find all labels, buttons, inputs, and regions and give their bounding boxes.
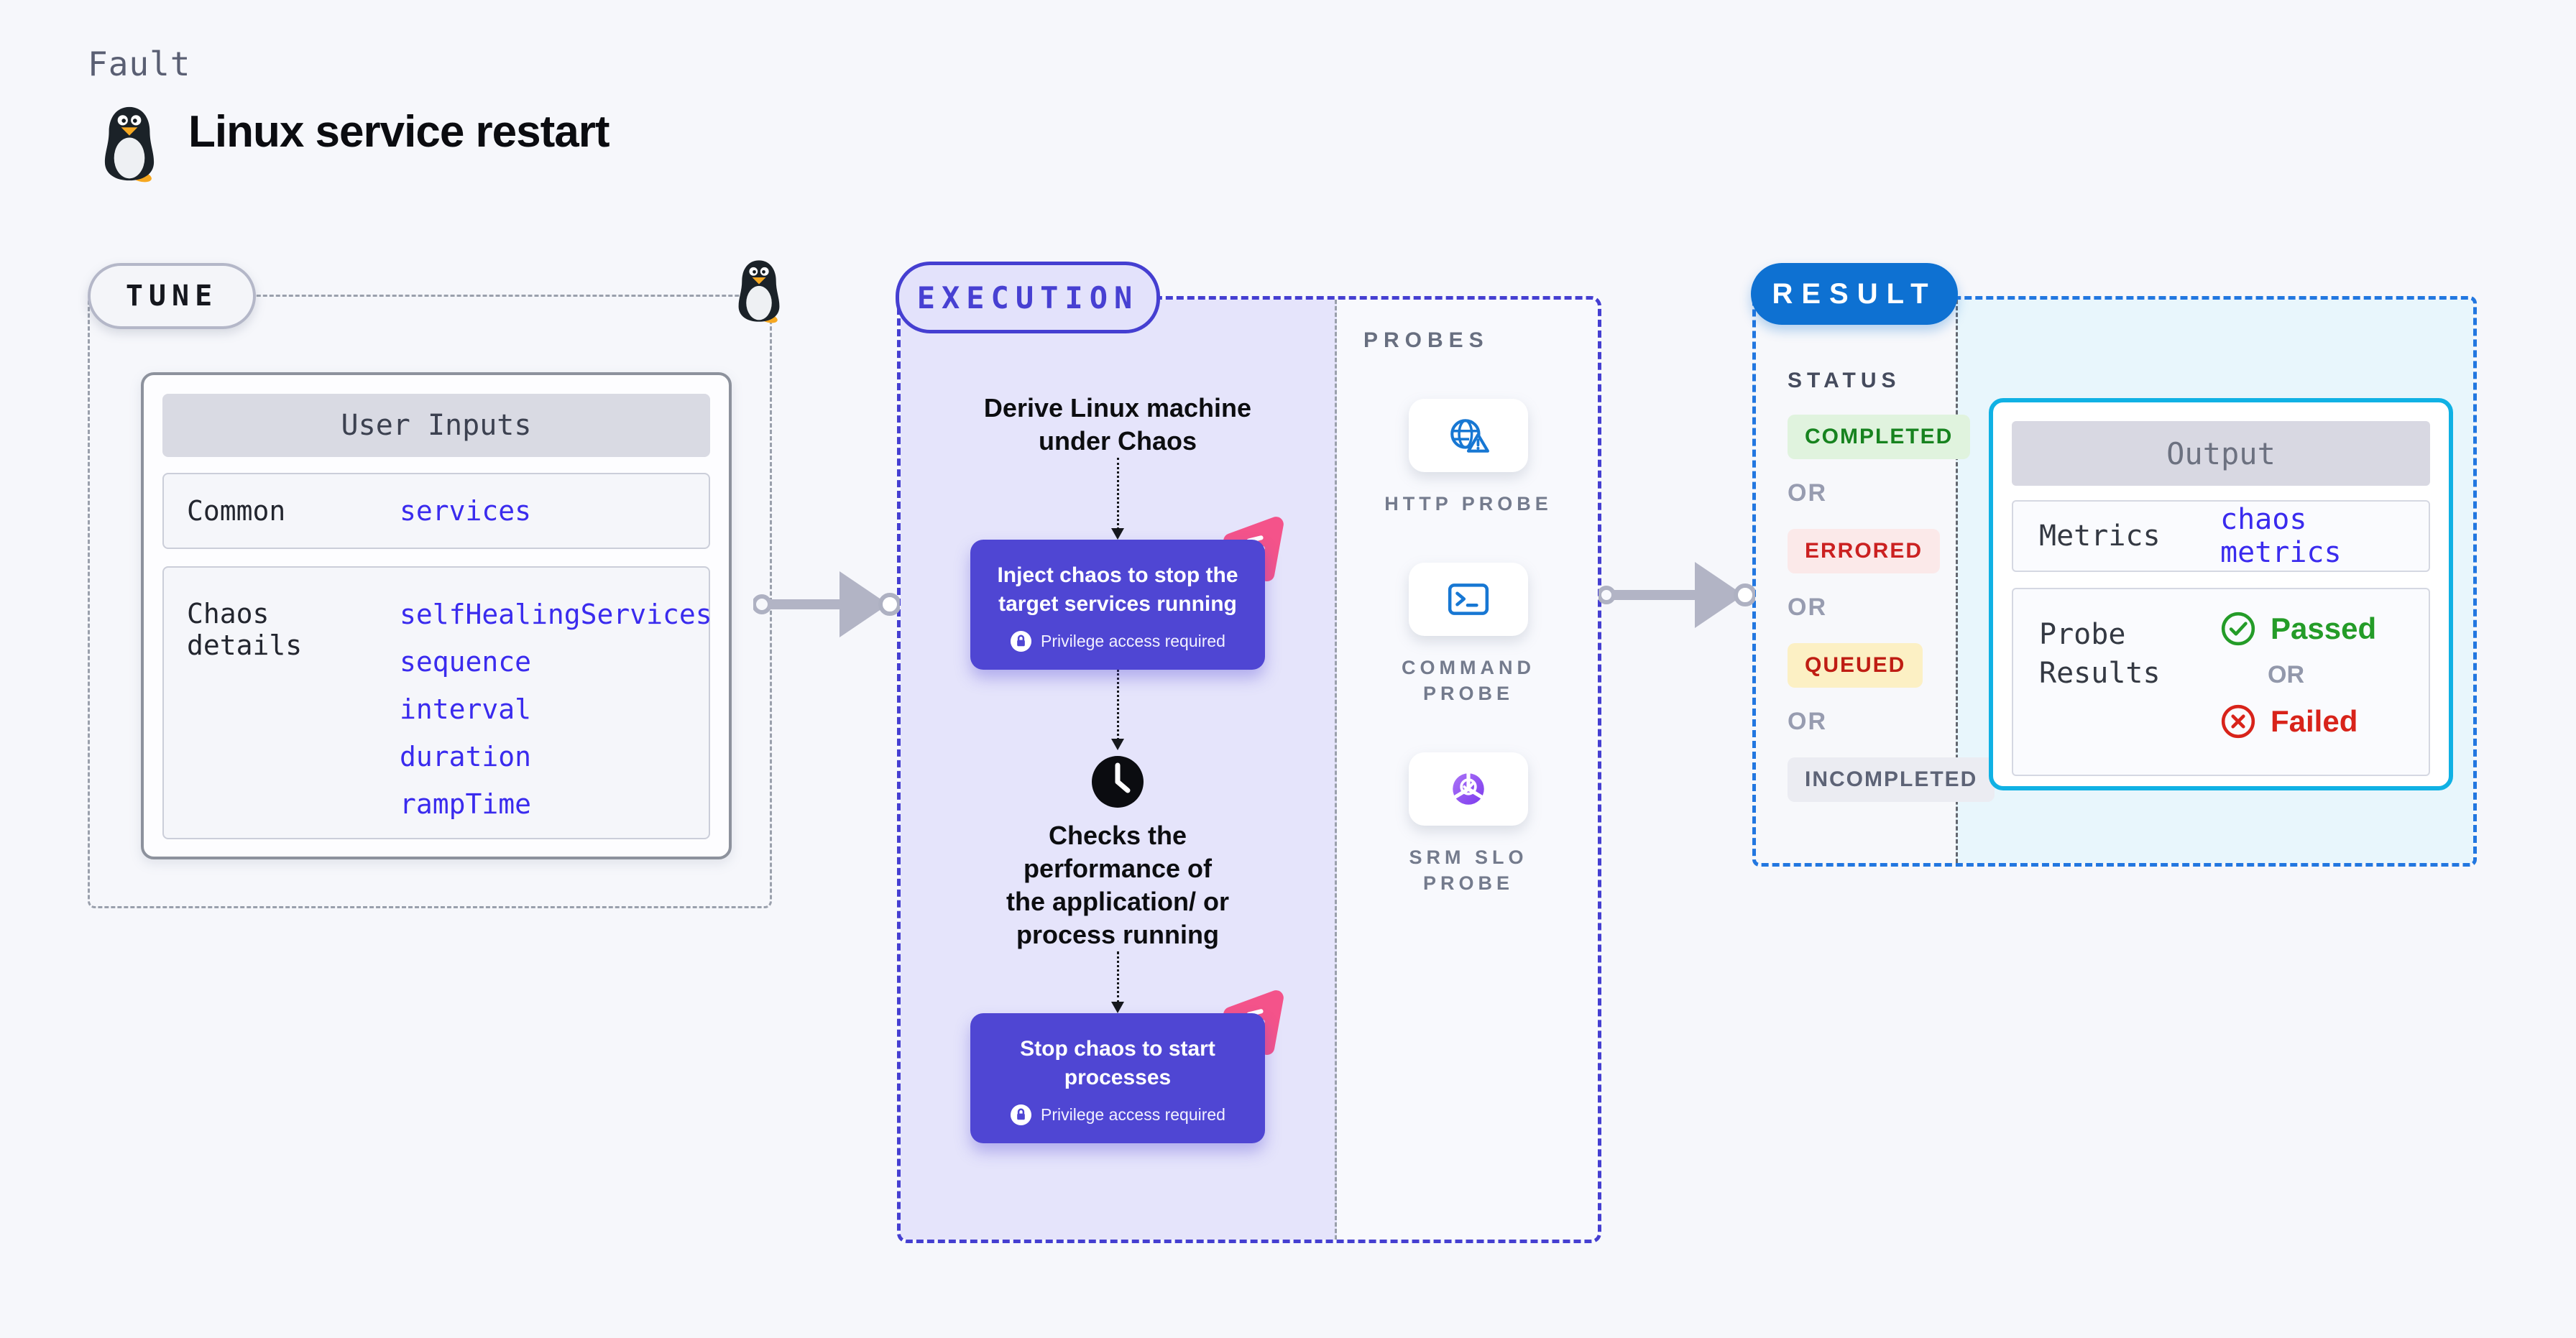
probe-label: COMMAND PROBE	[1402, 657, 1535, 704]
probe-label: HTTP PROBE	[1384, 493, 1552, 515]
result-section: STATUS COMPLETED OR ERRORED OR QUEUED OR…	[1752, 296, 2477, 867]
arrow-tune-to-execution	[753, 571, 900, 637]
lock-icon	[1010, 1104, 1033, 1126]
probe-results-label: Probe Results	[2039, 618, 2161, 690]
x-circle-icon	[2220, 703, 2256, 739]
flow-step-checks: Checks the performance of the applicatio…	[1006, 821, 1230, 949]
table-row-common: Common services	[162, 473, 710, 549]
page-title: Linux service restart	[188, 107, 610, 157]
chaos-metrics-link[interactable]: chaos metrics	[2220, 503, 2342, 569]
row-label: Common	[187, 495, 286, 527]
tune-badge: TUNE	[88, 263, 256, 329]
row-label: Chaos details	[187, 598, 303, 661]
metrics-label: Metrics	[2039, 520, 2161, 553]
terminal-icon	[1446, 578, 1491, 620]
flow-step-stop-chaos: Stop chaos to start processes Privilege …	[970, 1013, 1265, 1143]
status-badge-errored: ERRORED	[1788, 529, 1941, 573]
clock-icon	[1090, 755, 1145, 809]
param-link-duration[interactable]: duration	[400, 741, 532, 772]
probe-card	[1409, 399, 1528, 472]
status-badge-incompleted: INCOMPLETED	[1788, 757, 1995, 802]
user-inputs-table: User Inputs Common services Chaos detail…	[141, 372, 732, 859]
probe-srm-slo[interactable]: SRM SLO PROBE	[1409, 752, 1528, 896]
flow-connector	[1111, 670, 1124, 750]
fault-kicker: Fault	[88, 45, 191, 83]
result-badge: RESULT	[1751, 263, 1958, 325]
param-link-ramptime[interactable]: rampTime	[400, 788, 532, 820]
flow-connector	[1111, 458, 1124, 540]
flow-step-inject-chaos: Inject chaos to stop the target services…	[970, 540, 1265, 670]
user-inputs-header: User Inputs	[162, 394, 710, 457]
param-link-selfhealingservices[interactable]: selfHealingServices	[400, 599, 712, 630]
param-link-services[interactable]: services	[400, 495, 532, 527]
penguin-icon	[104, 106, 155, 183]
metrics-row: Metrics chaos metrics	[2012, 500, 2430, 572]
or-separator: OR	[1788, 708, 1827, 735]
execution-section: Derive Linux machine under Chaos Inject …	[897, 296, 1601, 1243]
status-title: STATUS	[1788, 369, 1901, 392]
execution-badge: EXECUTION	[896, 262, 1160, 333]
status-badge-completed: COMPLETED	[1788, 415, 1971, 459]
globe-alert-icon	[1447, 417, 1490, 454]
failed-label: Failed	[2271, 704, 2358, 738]
table-row-chaos-details: Chaos details selfHealingServices sequen…	[162, 566, 712, 839]
probe-command[interactable]: COMMAND PROBE	[1402, 563, 1535, 706]
flow-connector	[1111, 951, 1124, 1013]
passed-row: Passed	[2220, 611, 2376, 647]
probe-label: SRM SLO PROBE	[1409, 846, 1528, 894]
probes-panel: PROBES HTTP PROBE COMMAND PROBE SRM SLO …	[1339, 300, 1598, 1240]
probe-card	[1408, 563, 1528, 636]
probe-results-row: Probe Results Passed OR Failed	[2012, 588, 2430, 776]
or-separator: OR	[1788, 594, 1827, 621]
status-column: STATUS COMPLETED OR ERRORED OR QUEUED OR…	[1788, 369, 1995, 802]
penguin-icon	[738, 260, 780, 323]
slo-donut-icon	[1448, 768, 1489, 810]
probes-title: PROBES	[1363, 328, 1489, 352]
privilege-badge: Privilege access required	[1041, 632, 1225, 650]
check-circle-icon	[2220, 611, 2256, 647]
probe-card	[1409, 752, 1528, 826]
inject-chaos-label: Inject chaos to stop the target services…	[997, 563, 1238, 616]
or-separator: OR	[1788, 479, 1827, 507]
param-link-sequence[interactable]: sequence	[400, 646, 532, 678]
failed-row: Failed	[2220, 703, 2376, 739]
lock-icon	[1010, 630, 1033, 652]
output-card: Output Metrics chaos metrics Probe Resul…	[1989, 398, 2453, 790]
privilege-badge: Privilege access required	[1041, 1105, 1225, 1124]
flow-step-derive: Derive Linux machine under Chaos	[983, 393, 1252, 456]
or-separator: OR	[2268, 661, 2304, 688]
param-link-interval[interactable]: interval	[400, 693, 532, 725]
output-header: Output	[2012, 421, 2430, 486]
status-badge-queued: QUEUED	[1788, 643, 1923, 688]
execution-flow: Derive Linux machine under Chaos Inject …	[901, 300, 1337, 1240]
passed-label: Passed	[2271, 612, 2377, 645]
probe-http[interactable]: HTTP PROBE	[1384, 399, 1552, 517]
arrow-execution-to-result	[1598, 562, 1755, 628]
stop-chaos-label: Stop chaos to start processes	[1020, 1037, 1215, 1089]
